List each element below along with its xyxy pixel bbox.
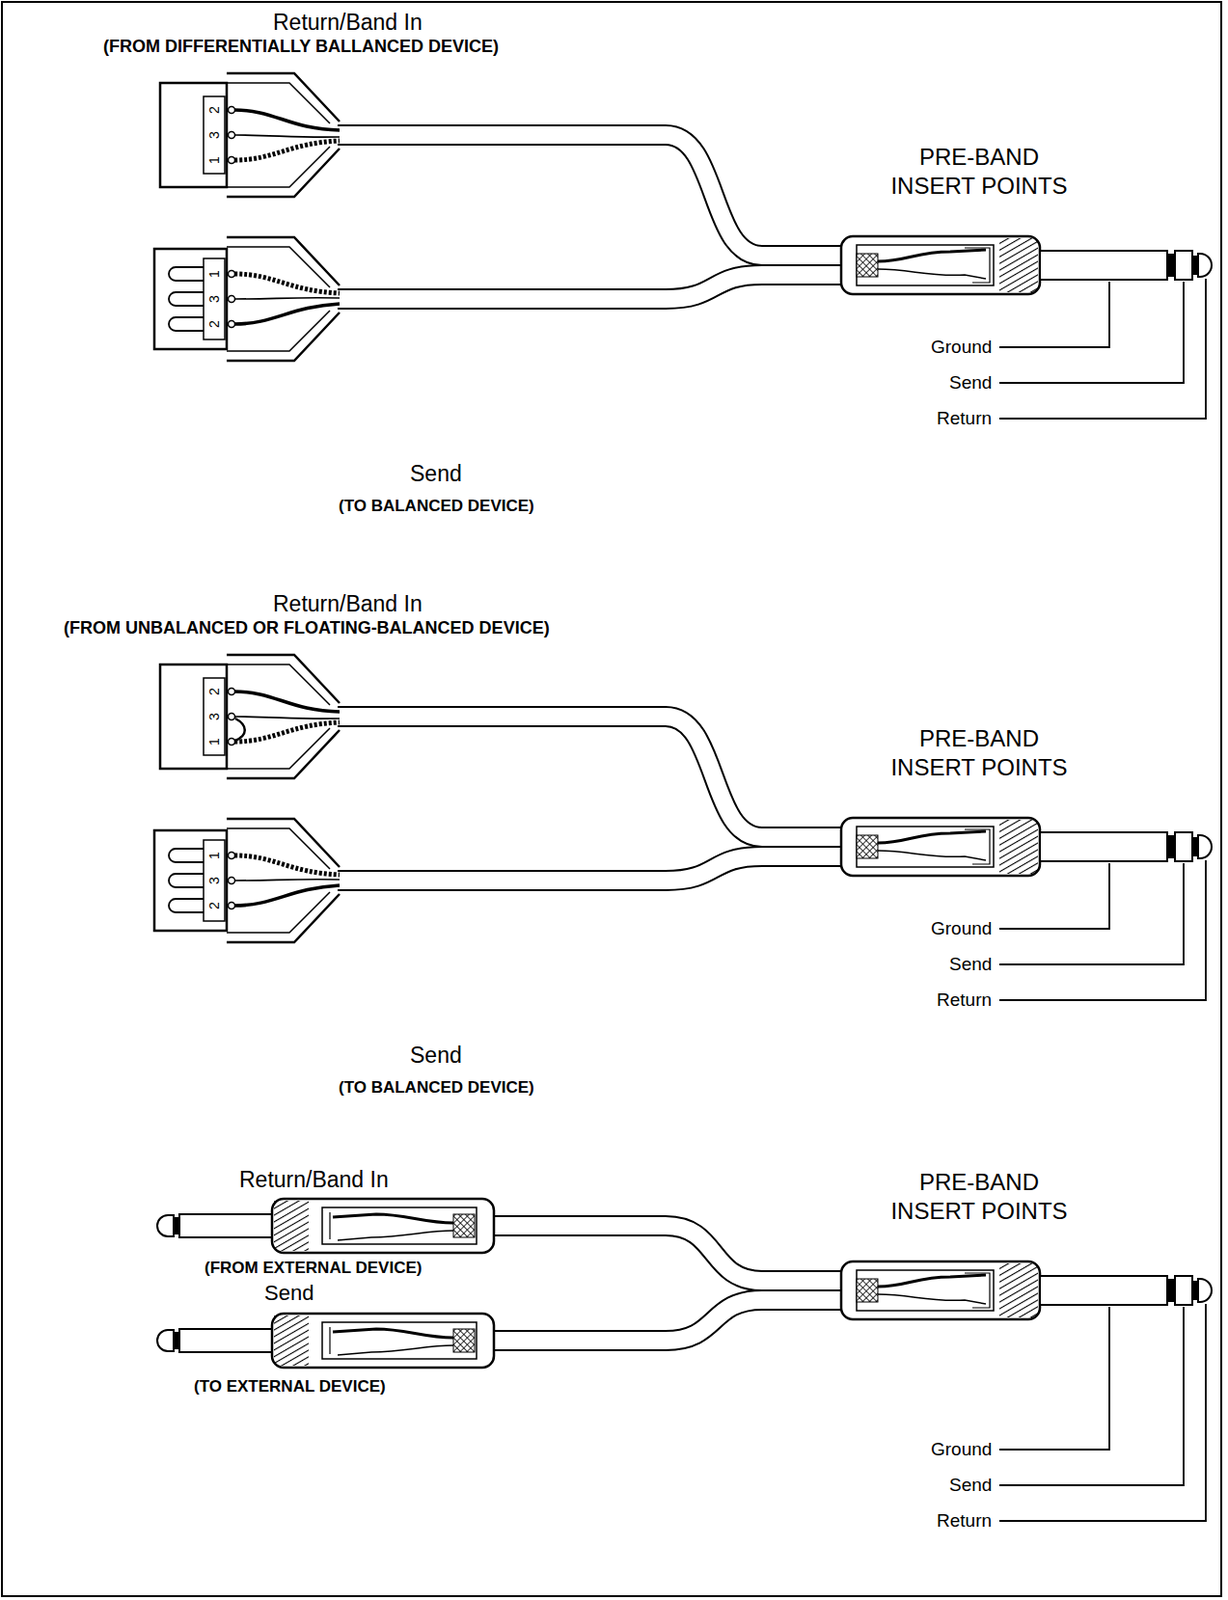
pin-jumper [235, 718, 246, 741]
pin-number: 2 [207, 687, 221, 696]
signal-name: Send [949, 372, 992, 395]
signal-name: Send [949, 954, 992, 977]
pin-number: 1 [207, 851, 221, 860]
pin-number: 1 [207, 270, 221, 278]
source-note: (FROM EXTERNAL DEVICE) [204, 1258, 422, 1279]
source-note: (FROM UNBALANCED OR FLOATING-BALANCED DE… [63, 618, 550, 640]
heading-label: Return/Band In [272, 591, 423, 619]
insert-title: PRE-BAND INSERT POINTS [882, 142, 1076, 201]
insert-title: PRE-BAND INSERT POINTS [882, 724, 1076, 783]
pin-number: 1 [207, 737, 221, 746]
destination-note: (TO BALANCED DEVICE) [338, 496, 535, 517]
pin-number: 3 [207, 712, 221, 721]
source-note: (FROM DIFFERENTIALLY BALLANCED DEVICE) [103, 36, 499, 58]
pin-number: 1 [207, 156, 221, 164]
signal-name: Ground [930, 336, 992, 359]
heading-label: Send [409, 1042, 463, 1070]
floating-insert-cable [154, 654, 1212, 1001]
pin-number: 2 [207, 106, 221, 114]
destination-note: (TO BALANCED DEVICE) [338, 1078, 535, 1098]
pin-number: 2 [207, 901, 221, 910]
signal-name: Ground [930, 918, 992, 941]
heading-label: Send [409, 461, 463, 489]
signal-name: Ground [930, 1439, 992, 1462]
pin-number: 2 [207, 320, 221, 328]
pin-number: 3 [207, 876, 221, 885]
pin-number: 3 [207, 131, 221, 139]
signal-name: Return [936, 408, 992, 431]
unbalanced-insert-cable [157, 1199, 1212, 1522]
heading-label: Send [264, 1281, 314, 1307]
signal-name: Return [936, 989, 992, 1012]
heading-label: Return/Band In [272, 9, 423, 37]
destination-note: (TO EXTERNAL DEVICE) [193, 1377, 386, 1397]
balanced-insert-cable [154, 73, 1212, 419]
pin-number: 3 [207, 295, 221, 303]
insert-title: PRE-BAND INSERT POINTS [882, 1168, 1076, 1227]
signal-name: Send [949, 1474, 992, 1498]
signal-name: Return [936, 1510, 992, 1533]
heading-label: Return/Band In [239, 1167, 389, 1195]
